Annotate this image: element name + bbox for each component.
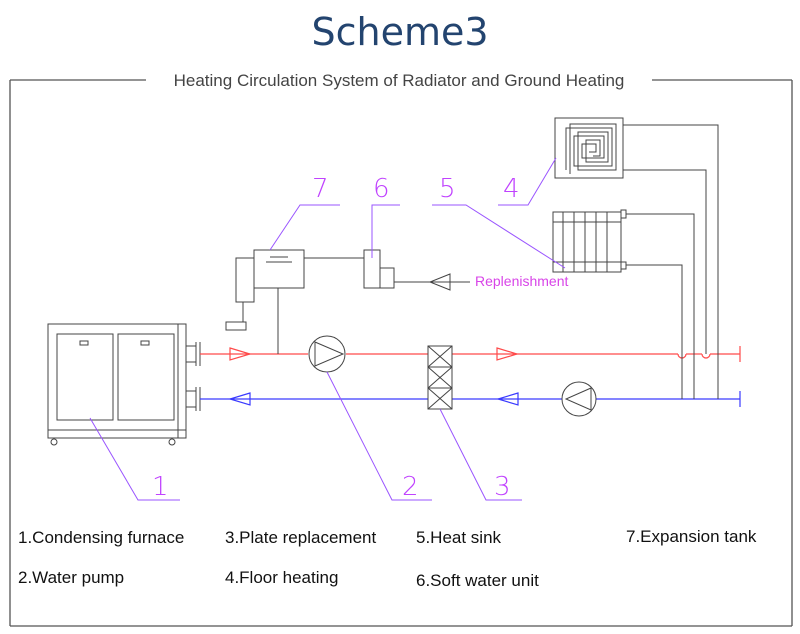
floor-heating-coil [554,117,719,399]
legend-item-5: 5.Heat sink [416,528,502,547]
callout-6: 6 [373,174,390,204]
callout-3: 3 [494,472,511,502]
soft-water-unit [363,249,470,291]
callout-2: 2 [402,472,419,502]
callout-5: 5 [439,174,456,204]
legend-item-2: 2.Water pump [18,568,125,587]
expansion-tank [225,249,364,354]
page-title: Scheme3 [311,10,489,54]
legend-item-1: 1.Condensing furnace [18,528,185,547]
legend-item-4: 4.Floor heating [225,568,339,587]
replenishment-label: Replenishment [475,273,568,289]
plate-exchanger [427,345,453,410]
frame [9,79,793,627]
legend-item-7: 7.Expansion tank [626,527,757,546]
callout-7: 7 [312,174,329,204]
callout-4: 4 [503,174,520,204]
secondary-pump [561,381,597,417]
callout-1: 1 [152,472,169,502]
water-pump [308,335,346,373]
return-pipe [200,391,741,407]
supply-pipe [200,346,741,362]
radiator [552,209,695,399]
legend-item-6: 6.Soft water unit [416,571,539,590]
callout-lines [89,157,566,501]
diagram-subtitle: Heating Circulation System of Radiator a… [174,71,625,90]
legend-item-3: 3.Plate replacement [225,528,377,547]
condensing-furnace [47,323,201,446]
callout-numbers: 1 2 3 4 5 6 7 [152,174,520,502]
